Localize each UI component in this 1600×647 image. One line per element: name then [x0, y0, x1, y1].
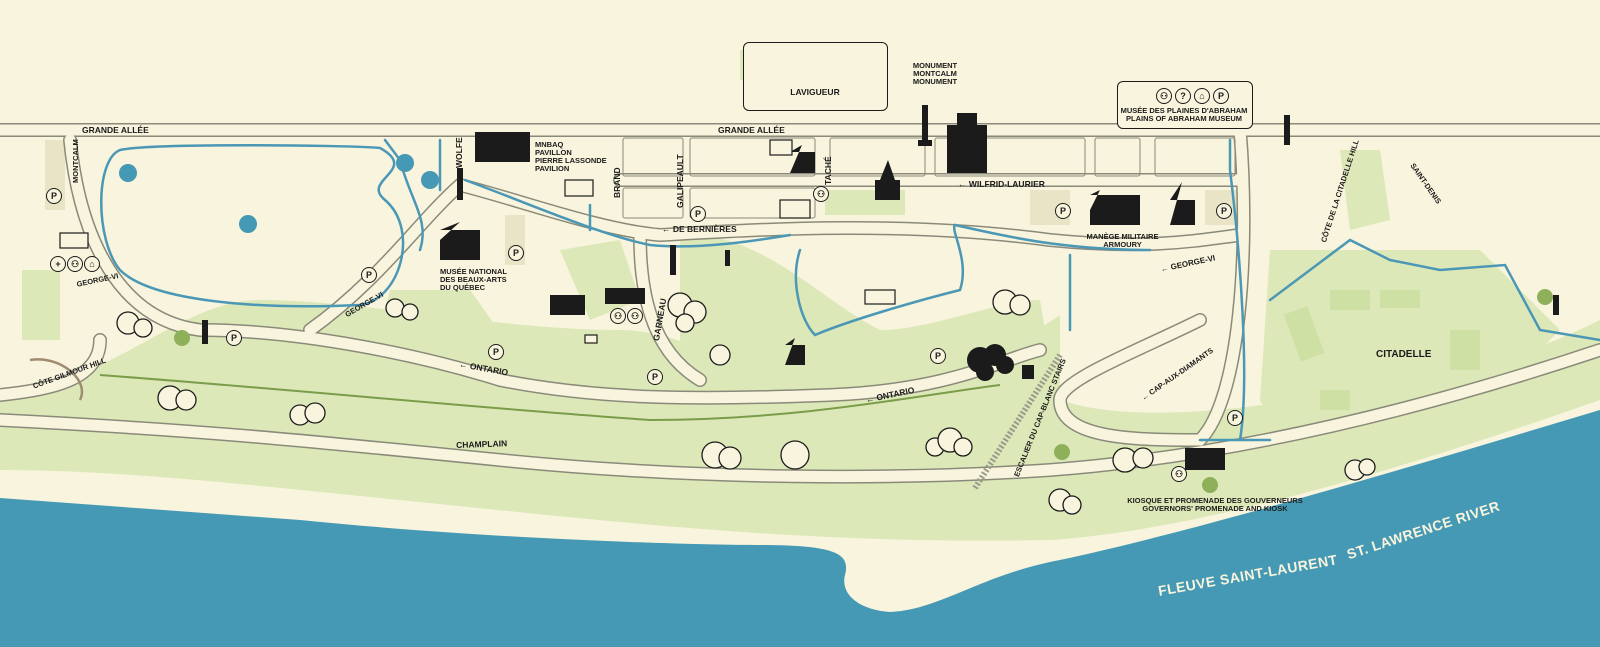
street-wolfe: WOLFE: [454, 137, 464, 168]
lavigueur-box[interactable]: [743, 42, 888, 111]
street-de-bernieres: ← DE BERNIÈRES: [662, 224, 737, 234]
outlined-building-icons: [59, 139, 896, 344]
restroom-icon: ⚇: [610, 308, 626, 324]
parking-marker[interactable]: P: [1055, 203, 1071, 219]
street-wilfrid-laurier: ← WILFRID-LAURIER: [958, 179, 1045, 189]
street-tache: TACHÉ: [823, 156, 833, 185]
parking-icon: P: [1213, 88, 1229, 104]
parking-marker[interactable]: P: [647, 369, 663, 385]
first-aid-icon: +: [50, 256, 66, 272]
street-grande-allee-west: GRANDE ALLÉE: [82, 125, 149, 135]
info-icon: ?: [1175, 88, 1191, 104]
mnbaq-pavilion-label: MNBAQ PAVILLON PIERRE LASSONDE PAVILION: [535, 140, 607, 173]
musee-plaines-label: MUSÉE DES PLAINES D'ABRAHAM PLAINS OF AB…: [1120, 106, 1248, 123]
tree-icons: [116, 53, 1376, 515]
restroom-icon: ⚇: [1156, 88, 1172, 104]
street-montcalm: MONTCALM: [71, 139, 80, 183]
st-lawrence-river: [0, 410, 1600, 647]
building-icons: [202, 52, 1559, 470]
restroom-icon: ⚇: [67, 256, 83, 272]
kiosque-label: KIOSQUE ET PROMENADE DES GOUVERNEURS GOV…: [1127, 496, 1303, 513]
activity-icons: [119, 154, 1553, 493]
promenade-path: [99, 374, 1001, 422]
street-brand: BRAND: [612, 167, 622, 198]
parking-marker[interactable]: P: [508, 245, 524, 261]
citadelle-label: CITADELLE: [1376, 349, 1432, 360]
restroom-icon: ⚇: [1171, 466, 1187, 482]
trails: [100, 138, 1600, 442]
manege-militaire-label: MANÈGE MILITAIRE ARMOURY: [1086, 232, 1159, 249]
park-areas: [0, 50, 1600, 541]
parking-marker[interactable]: P: [488, 344, 504, 360]
parking-marker[interactable]: P: [930, 348, 946, 364]
parking-marker[interactable]: P: [361, 267, 377, 283]
parking-marker[interactable]: P: [1216, 203, 1232, 219]
museum-icon: ⌂: [1194, 88, 1210, 104]
lavigueur-label: LAVIGUEUR: [790, 87, 840, 97]
street-galipeault: GALIPEAULT: [675, 154, 685, 208]
city-blocks: [622, 137, 1236, 219]
parking-marker[interactable]: P: [46, 188, 62, 204]
restroom-icon: ⚇: [627, 308, 643, 324]
restroom-icon: ⚇: [813, 186, 829, 202]
monument-montcalm-label: MONUMENT MONTCALM MONUMENT: [912, 61, 958, 86]
street-champlain: CHAMPLAIN: [455, 438, 508, 450]
musee-beaux-arts-label: MUSÉE NATIONAL DES BEAUX-ARTS DU QUÉBEC: [440, 267, 507, 292]
hill-path: [29, 358, 84, 401]
dark-tree-cluster: [967, 344, 1014, 381]
street-grande-allee-east: GRANDE ALLÉE: [718, 125, 785, 135]
parking-marker[interactable]: P: [1227, 410, 1243, 426]
citadel-structures: [1283, 290, 1480, 410]
museum-icon: ⌂: [84, 256, 100, 272]
parking-marker[interactable]: P: [226, 330, 242, 346]
parking-marker[interactable]: P: [690, 206, 706, 222]
